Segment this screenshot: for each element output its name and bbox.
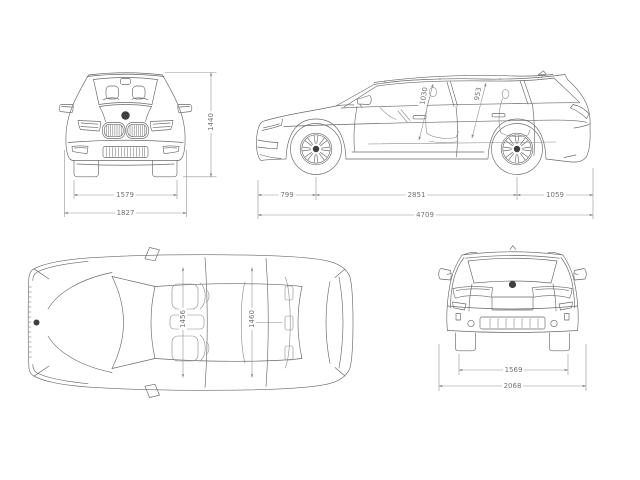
- rear-view-drawing: [438, 245, 587, 352]
- front-view-drawing: [58, 72, 193, 178]
- side-view-drawing: [256, 70, 591, 175]
- dim-rear-width-mirrors: 2068: [501, 382, 524, 390]
- dim-top-interior-width-rear: 1460: [248, 308, 256, 330]
- top-view-drawing: [27, 247, 354, 398]
- dim-side-rear-overhang: 1059: [544, 191, 566, 199]
- dim-front-height: 1440: [206, 111, 215, 133]
- dim-side-wheelbase: 2851: [405, 191, 428, 199]
- dim-top-interior-width-front: 1456: [179, 308, 187, 330]
- dim-side-overall-length: 4709: [414, 211, 436, 219]
- dim-rear-track: 1569: [502, 366, 525, 374]
- dim-front-overall-width: 1827: [114, 209, 137, 217]
- dim-side-front-overhang: 799: [278, 191, 296, 199]
- dim-front-track: 1579: [114, 191, 136, 199]
- dimension-lines: [64, 72, 594, 391]
